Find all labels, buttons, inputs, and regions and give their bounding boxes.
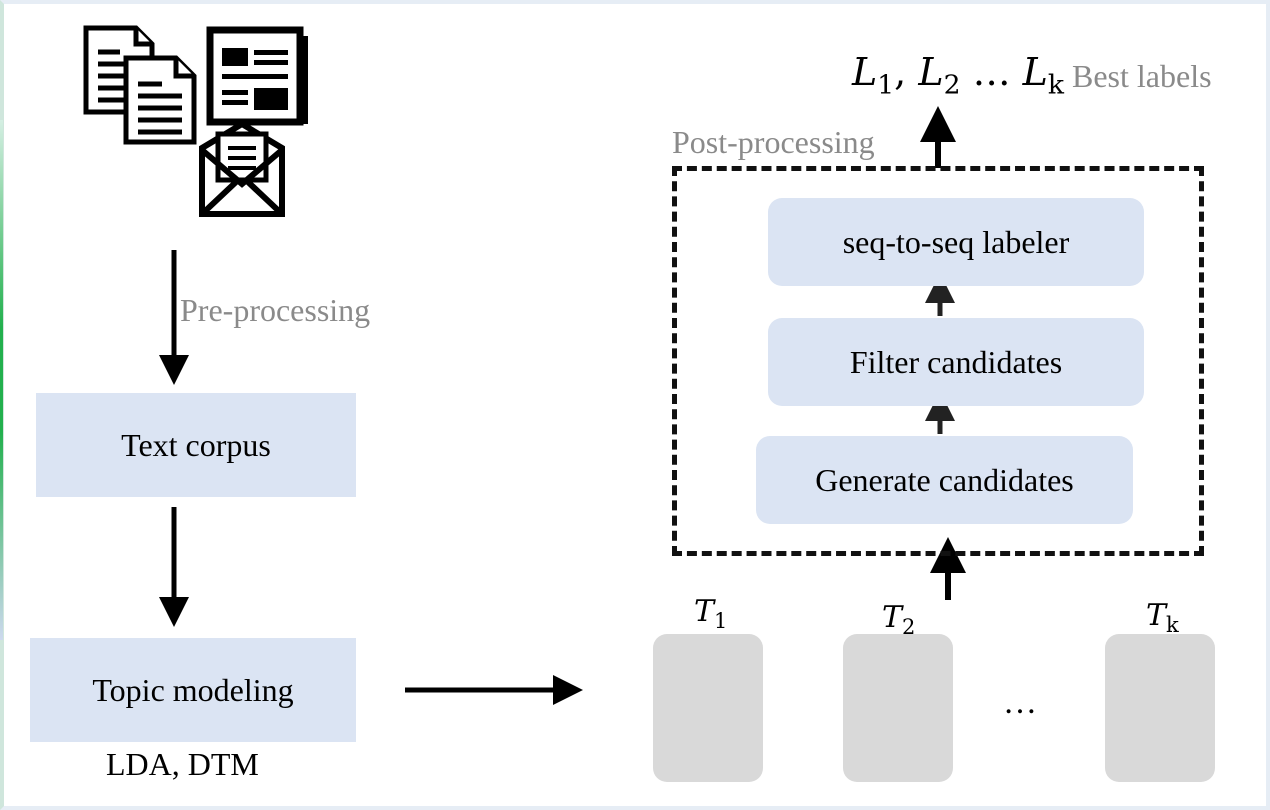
generate-candidates-label: Generate candidates <box>815 461 1074 498</box>
label-l2: L <box>918 50 944 94</box>
label-l1: L <box>852 50 878 94</box>
seq-labeler-box: seq-to-seq labeler <box>768 198 1144 286</box>
topic-tk-label: Tk <box>1146 598 1179 637</box>
topic-box-k <box>1105 634 1215 782</box>
topic-box-2 <box>843 634 953 782</box>
topic-modeling-box: Topic modeling <box>30 638 356 742</box>
topic-box-1 <box>653 634 763 782</box>
models-caption: LDA, DTM <box>106 746 259 782</box>
preprocessing-label: Pre-processing <box>180 292 371 328</box>
filter-candidates-label: Filter candidates <box>849 343 1063 380</box>
best-labels-sequence: L1, L2 … Lk <box>852 50 1065 101</box>
text-corpus-label: Text corpus <box>121 426 271 463</box>
topic-t1-letter: T <box>694 594 715 629</box>
label-ellipsis: … <box>972 50 1011 94</box>
generate-candidates-box: Generate candidates <box>756 436 1133 524</box>
topic-t1-label: T1 <box>694 594 727 633</box>
topic-tk-letter: T <box>1146 598 1167 633</box>
text-corpus-box: Text corpus <box>36 393 356 497</box>
filter-candidates-box: Filter candidates <box>768 318 1144 406</box>
label-lk: L <box>1022 50 1048 94</box>
label-l2-sub: 2 <box>943 69 961 101</box>
topic-t2-label: T2 <box>882 600 915 639</box>
label-l1-sub: 1 <box>877 69 895 101</box>
topic-t1-sub: 1 <box>714 609 728 633</box>
best-labels-text: Best labels <box>1072 58 1212 94</box>
topic-t2-letter: T <box>882 600 903 635</box>
topic-modeling-label: Topic modeling <box>92 671 294 708</box>
postprocessing-label: Post-processing <box>672 124 875 160</box>
frame-accent <box>0 120 3 640</box>
postprocessing-frame <box>672 166 1204 556</box>
seq-labeler-label: seq-to-seq labeler <box>842 223 1070 260</box>
label-lk-sub: k <box>1047 69 1065 101</box>
topics-ellipsis: … <box>1003 684 1037 721</box>
topic-tk-sub: k <box>1166 613 1179 637</box>
topic-t2-sub: 2 <box>902 615 916 639</box>
